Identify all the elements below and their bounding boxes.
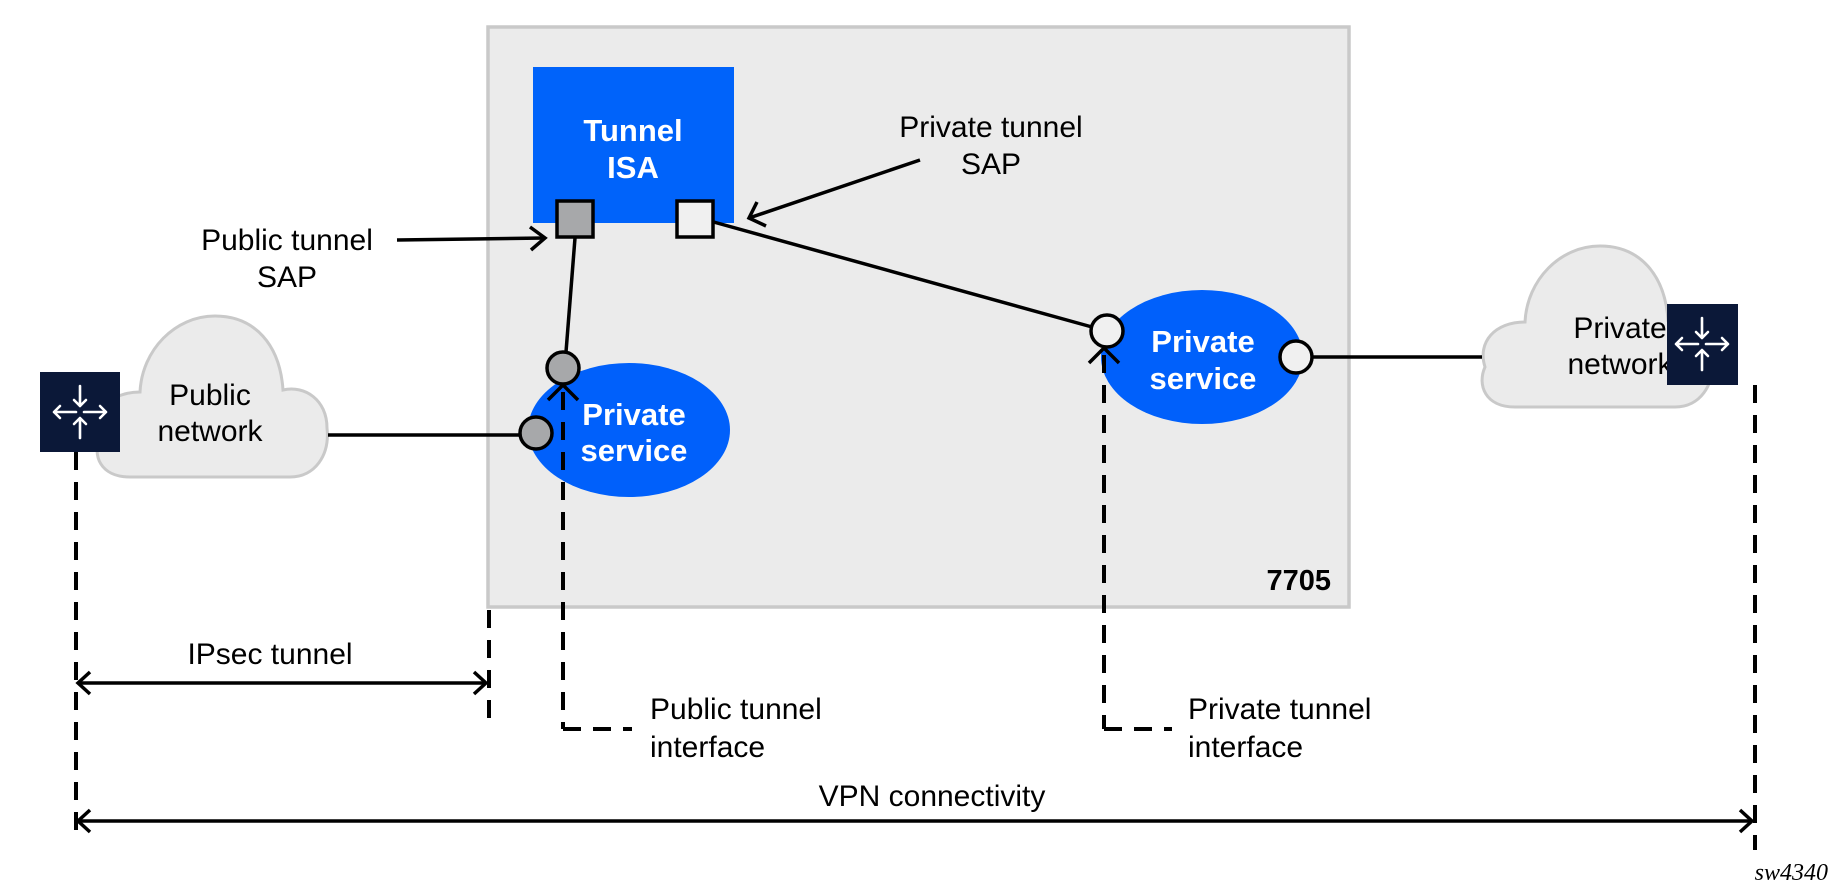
private-tunnel-sap-label-line1: Private tunnel (899, 111, 1082, 144)
ipsec-tunnel-label: IPsec tunnel (187, 638, 352, 671)
private-network-label-line2: network (1567, 348, 1673, 381)
vpn-connectivity-label: VPN connectivity (819, 780, 1046, 813)
public-tunnel-sap-port (555, 199, 595, 239)
public-private-service-line1: Private (582, 397, 685, 432)
private-tunnel-sap-label-line2: SAP (961, 148, 1021, 181)
public-tunnel-interface-label-line1: Public tunnel (650, 693, 822, 726)
public-tunnel-interface-callout (546, 382, 632, 731)
private-tunnel-interface-port (1089, 313, 1125, 349)
public-tunnel-sap-label-line1: Public tunnel (201, 224, 373, 257)
private-sap-link (709, 219, 1093, 329)
public-private-service-ellipse (528, 363, 730, 497)
private-tunnel-sap-port (675, 199, 715, 239)
private-service-sap-port (1278, 339, 1314, 375)
private-tunnel-interface-label-line1: Private tunnel (1188, 693, 1371, 726)
public-router (40, 372, 120, 452)
node-label: 7705 (1266, 565, 1331, 597)
tunnel-isa-label-line2: ISA (607, 150, 659, 185)
private-service-ellipse (1101, 290, 1303, 424)
vpn-connectivity-arrow (75, 808, 1755, 834)
public-network-label-line1: Public (169, 379, 251, 412)
public-network-label-line2: network (157, 415, 263, 448)
public-tunnel-interface-label-line2: interface (650, 731, 765, 764)
public-service-sap-port (518, 415, 554, 451)
private-tunnel-sap-arrow (746, 158, 921, 228)
private-network-label-line1: Private (1573, 312, 1666, 345)
tunnel-isa-label-line1: Tunnel (583, 113, 682, 148)
public-sap-link (564, 237, 577, 353)
tunnel-isa-box (533, 67, 734, 223)
private-router (1667, 304, 1738, 385)
public-tunnel-interface-port (545, 350, 581, 386)
private-service-line1: Private (1151, 324, 1254, 359)
private-tunnel-interface-callout (1087, 345, 1172, 731)
public-private-service-line2: service (581, 433, 688, 468)
private-service-line2: service (1150, 361, 1257, 396)
ipsec-tunnel-arrow (75, 670, 489, 696)
figure-id: sw4340 (1755, 860, 1828, 886)
private-tunnel-interface-label-line2: interface (1188, 731, 1303, 764)
public-tunnel-sap-label-line2: SAP (257, 261, 317, 294)
public-tunnel-sap-arrow (396, 225, 548, 252)
